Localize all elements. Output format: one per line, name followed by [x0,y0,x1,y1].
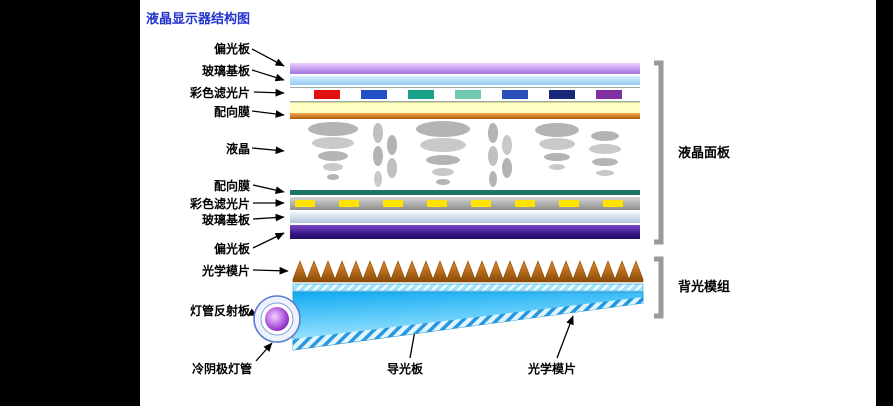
arrow-liquid-crystal [251,146,285,155]
layer-alignment-film-top [290,113,640,119]
left-arrows [247,48,574,362]
label-optical-film-top: 光学模片 [201,264,250,278]
arrow-optical-film-bottom [556,315,574,359]
layer-overcoat [290,102,640,113]
arrow-glass-bottom [252,213,285,222]
prism-sheet-zigzag [292,260,644,283]
cold-cathode-lamp [265,307,289,331]
arrow-cold-cathode-lamp [255,342,273,362]
arrow-alignment-bottom [252,184,285,194]
label-alignment-top: 配向膜 [213,105,250,119]
layer-glass-substrate-top [290,76,640,85]
layer-polarizer-bottom [290,225,640,239]
layer-tft-color-filter [290,197,640,210]
liquid-crystal-molecules [308,121,621,187]
diffuser-strip [292,283,644,292]
arrow-glass-top [251,69,285,82]
label-optical-film-bottom: 光学模片 [528,362,577,376]
label-light-guide-plate: 导光板 [387,362,424,376]
tft-yellow-dashes [295,200,635,207]
color-filter-square-navy [549,90,575,99]
color-filter-square-red [314,90,340,99]
arrow-color-filter-top [253,88,285,97]
color-filter-square-royalblue [502,90,528,99]
label-cold-cathode-lamp: 冷阴极灯管 [191,362,252,376]
label-alignment-bottom: 配向膜 [213,179,250,193]
light-guide-hatch-band [293,297,643,350]
color-filter-square-blue [361,90,387,99]
layer-color-filter [290,87,640,102]
bracket-backlight [654,256,664,319]
arrow-alignment-top [251,110,285,118]
layer-polarizer-top [290,63,640,74]
bracket-lcd-panel [654,60,664,245]
label-color-filter-top: 彩色滤光片 [189,86,250,100]
label-lamp-reflector: 灯管反射板 [189,304,250,318]
arrow-polarizer-bottom [252,232,285,249]
diagram-title: 液晶显示器结构图 [146,12,251,27]
label-liquid-crystal: 液晶 [225,142,250,156]
layer-glass-substrate-bottom [290,212,640,223]
label-glass-bottom: 玻璃基板 [201,213,250,227]
label-glass-top: 玻璃基板 [201,64,250,78]
group-brackets [654,60,664,319]
label-color-filter-bottom: 彩色滤光片 [189,197,250,211]
label-polarizer-top: 偏光板 [213,42,250,56]
color-filter-square-teal [408,90,434,99]
arrow-optical-film-top [252,266,289,275]
color-filter-square-seafoam [455,90,481,99]
arrow-polarizer-top [251,48,285,67]
label-backlight-group: 背光模组 [678,280,731,295]
label-lcd-panel-group: 液晶面板 [678,146,731,161]
label-polarizer-bottom: 偏光板 [213,242,250,256]
layer-alignment-film-bottom [290,190,640,195]
color-filter-square-purple [596,90,622,99]
lamp-assembly [253,295,301,343]
